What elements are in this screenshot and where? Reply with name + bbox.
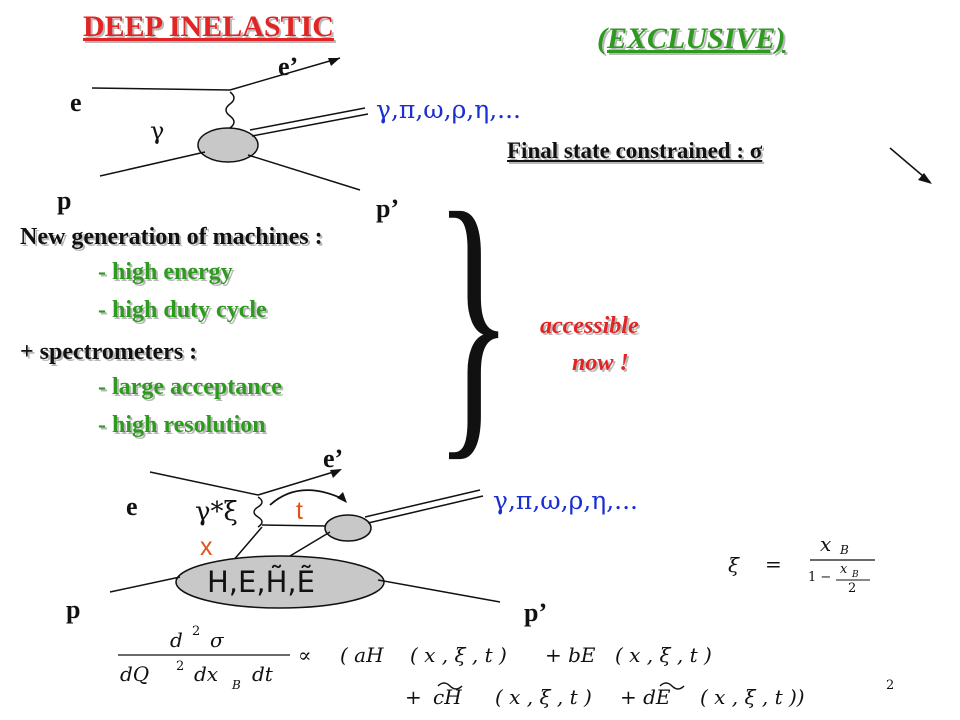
bottom-gpd-blob — [175, 555, 385, 609]
final-state-text: Final state constrained : σ — [507, 138, 763, 163]
top-products-label: γ,π,ω,ρ,η,... — [376, 95, 522, 124]
bottom-photon-wavy-line — [253, 496, 263, 528]
xi-formula-numerator: x — [820, 532, 832, 556]
bottom-product-line-2 — [367, 495, 484, 524]
top-incoming-electron-line — [91, 87, 231, 91]
cs-line1-args2: ( x , ξ , t ) — [615, 643, 712, 667]
bottom-x-label: x — [200, 533, 213, 561]
list-heading-spectrometers: + spectrometers : — [20, 339, 198, 365]
list-item-high-duty-cycle: - high duty cycle — [98, 297, 267, 323]
top-e-in-label: e — [70, 88, 82, 117]
cs-den-pow: 2 — [176, 659, 185, 674]
cs-den-dt: dt — [252, 662, 273, 686]
bottom-products-label: γ,π,ω,ρ,η,... — [493, 486, 639, 515]
top-proton-in-line — [99, 151, 206, 177]
xi-formula-den-x: x — [840, 562, 848, 577]
cross-section-tilde-e — [659, 682, 685, 690]
top-gamma-label: γ — [150, 117, 165, 145]
xi-formula-den-x-sub: B — [852, 570, 859, 580]
top-e-out-label: e’ — [278, 52, 299, 81]
bottom-proton-in-line — [109, 576, 181, 593]
top-blob — [197, 127, 259, 163]
bottom-proton-out-line — [377, 579, 501, 603]
bottom-small-blob — [324, 514, 372, 542]
cs-propto: ∝ — [298, 643, 312, 667]
xi-formula-numerator-sub: B — [840, 543, 849, 557]
cs-line2-plus-de: + dE — [620, 685, 671, 709]
bottom-incoming-electron-line — [149, 471, 259, 496]
top-product-line-1 — [249, 107, 366, 131]
cs-line2-pow: 2 — [886, 678, 895, 693]
cs-line2-plus: + — [405, 685, 422, 709]
top-p-in-label: p — [57, 186, 72, 215]
bottom-p-out-label: p’ — [524, 598, 548, 627]
cs-line2-args1: ( x , ξ , t ) — [495, 685, 592, 709]
xi-formula-lhs: ξ — [728, 553, 740, 577]
bottom-product-line-1 — [364, 489, 481, 518]
cs-line1-args1: ( x , ξ , t ) — [410, 643, 507, 667]
bottom-gpd-label: H,E,H̃,Ẽ — [207, 565, 315, 599]
list-item-high-energy: - high energy — [98, 259, 233, 285]
xi-formula-den-one-minus: 1 − — [808, 570, 832, 585]
cs-den-sub: B — [232, 678, 241, 692]
top-electron-arrowhead — [328, 58, 340, 66]
cs-line2-args2: ( x , ξ , t )) — [700, 685, 805, 709]
top-proton-out-line — [247, 154, 361, 191]
list-heading-machines: New generation of machines : — [20, 224, 323, 250]
bottom-quark-in-line — [231, 526, 263, 563]
cross-section-tilde-h — [437, 682, 463, 690]
bottom-electron-arrowhead — [330, 469, 342, 478]
bottom-e-in-label: e — [126, 492, 138, 521]
cs-line1-plus-be: + bE — [545, 643, 596, 667]
xi-formula-equals: = — [765, 552, 782, 576]
top-p-out-label: p’ — [376, 194, 400, 223]
final-state-arrowhead — [918, 173, 932, 184]
accessible-label: accessible — [540, 313, 639, 339]
page-title: DEEP INELASTIC — [83, 10, 334, 43]
bottom-outgoing-electron-line — [257, 469, 341, 496]
bottom-t-label: t — [296, 497, 303, 525]
bottom-photon-to-blob-line — [261, 524, 327, 527]
bottom-t-arrowhead — [337, 492, 347, 503]
list-item-large-acceptance: - large acceptance — [98, 374, 282, 400]
cs-num-d: d — [170, 628, 183, 652]
top-outgoing-electron-line — [229, 57, 341, 91]
list-item-high-resolution: - high resolution — [98, 412, 266, 438]
bottom-p-in-label: p — [66, 595, 81, 624]
cs-line2-ch: cH — [433, 685, 462, 709]
top-product-line-2 — [251, 113, 369, 137]
bottom-e-out-label: e’ — [323, 444, 344, 473]
cs-num-pow: 2 — [192, 624, 201, 639]
cs-line1-ah: ( aH — [340, 643, 384, 667]
xi-formula-den-two: 2 — [848, 581, 857, 596]
exclusive-label: (EXCLUSIVE) — [597, 22, 786, 55]
right-curly-brace: } — [434, 152, 514, 484]
bottom-gamma-xi-label: γ*ξ — [195, 497, 238, 527]
cs-den-dx: dx — [194, 662, 219, 686]
bottom-t-arc — [269, 489, 346, 506]
cs-num-sigma: σ — [210, 628, 224, 652]
now-label: now ! — [572, 350, 629, 376]
cs-den-dq: dQ — [120, 662, 150, 686]
